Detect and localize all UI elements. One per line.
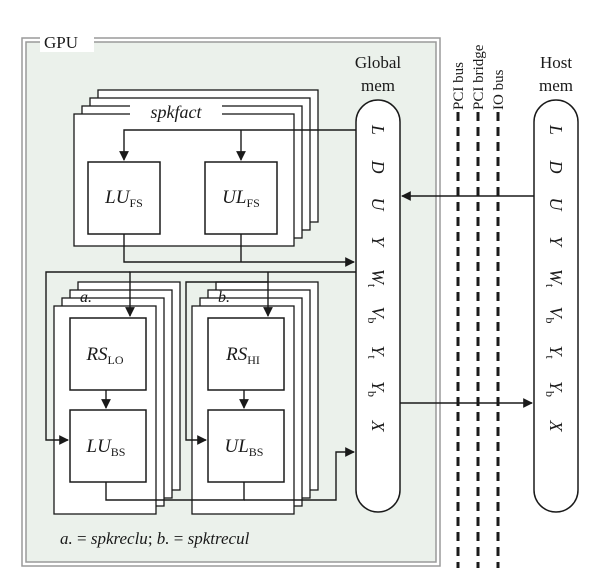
host-mem-label-7: Yb [543, 381, 566, 397]
rs-hi-box [207, 317, 285, 391]
io-bus-label: IO bus [491, 69, 507, 110]
host-mem-label-5: Vb [543, 307, 566, 324]
global-mem-title-1: Global [355, 53, 402, 72]
global-mem-label-7: Yb [365, 381, 388, 397]
group-a-tag: a. [80, 289, 92, 306]
lu-fs-label: LUFS [104, 187, 143, 210]
arrow-side-a [45, 271, 130, 445]
lu-bs-box [69, 409, 147, 483]
host-mem-title-2: mem [539, 76, 573, 95]
spkfact-label-bg [130, 100, 222, 124]
arrow-fs-to-mem [123, 234, 355, 267]
ul-bs-label: ULBS [225, 436, 264, 459]
global-mem-label-6: Yt [365, 345, 388, 359]
global-mem-label-2: U [368, 198, 388, 212]
ul-fs-label: ULFS [222, 187, 260, 210]
global-mem-column [355, 99, 401, 513]
host-mem-title-1: Host [540, 53, 572, 72]
global-mem-label-0: L [368, 124, 388, 135]
global-mem-label-8: X [368, 420, 388, 433]
connections [45, 129, 534, 501]
pci-bridge-label: PCI bridge [471, 44, 487, 110]
gpu-label: GPU [44, 33, 78, 52]
gpu-label-bg [40, 32, 94, 52]
global-mem-label-1: D [368, 160, 388, 174]
host-mem-label-2: U [546, 198, 566, 212]
rs-lo-box [69, 317, 147, 391]
arrow-bs-out [244, 447, 355, 501]
global-mem-label-5: Vb [365, 307, 388, 324]
host-mem-label-4: Wt [543, 269, 566, 288]
rs-lo-label: RSLO [85, 344, 123, 367]
gpu-region-outer [21, 37, 441, 567]
arrow-mem-to-lu-fs [119, 129, 356, 161]
host-mem-label-1: D [546, 160, 566, 174]
arrow-side-b [185, 281, 268, 445]
host-mem-column [533, 99, 579, 513]
global-mem-label-3: Y [368, 236, 388, 248]
global-mem-title-2: mem [361, 76, 395, 95]
group-b-tag: b. [218, 289, 230, 306]
arrow-bs-to-mem [105, 482, 245, 501]
rs-hi-label: RSHI [225, 344, 260, 367]
footnote: a. = spkreclu; b. = spktrecul [60, 529, 250, 548]
lu-bs-label: LUBS [86, 436, 126, 459]
global-mem-label-4: Wt [365, 269, 388, 288]
host-mem-label-8: X [546, 420, 566, 433]
ul-fs-box [204, 161, 278, 235]
pci-bus-label: PCI bus [451, 62, 467, 110]
lu-fs-box [87, 161, 161, 235]
host-mem-label-6: Yt [543, 345, 566, 359]
host-mem-label-3: Y [546, 236, 566, 248]
host-mem-label-0: L [546, 124, 566, 135]
spkfact-label: spkfact [151, 102, 203, 122]
ul-bs-box [207, 409, 285, 483]
